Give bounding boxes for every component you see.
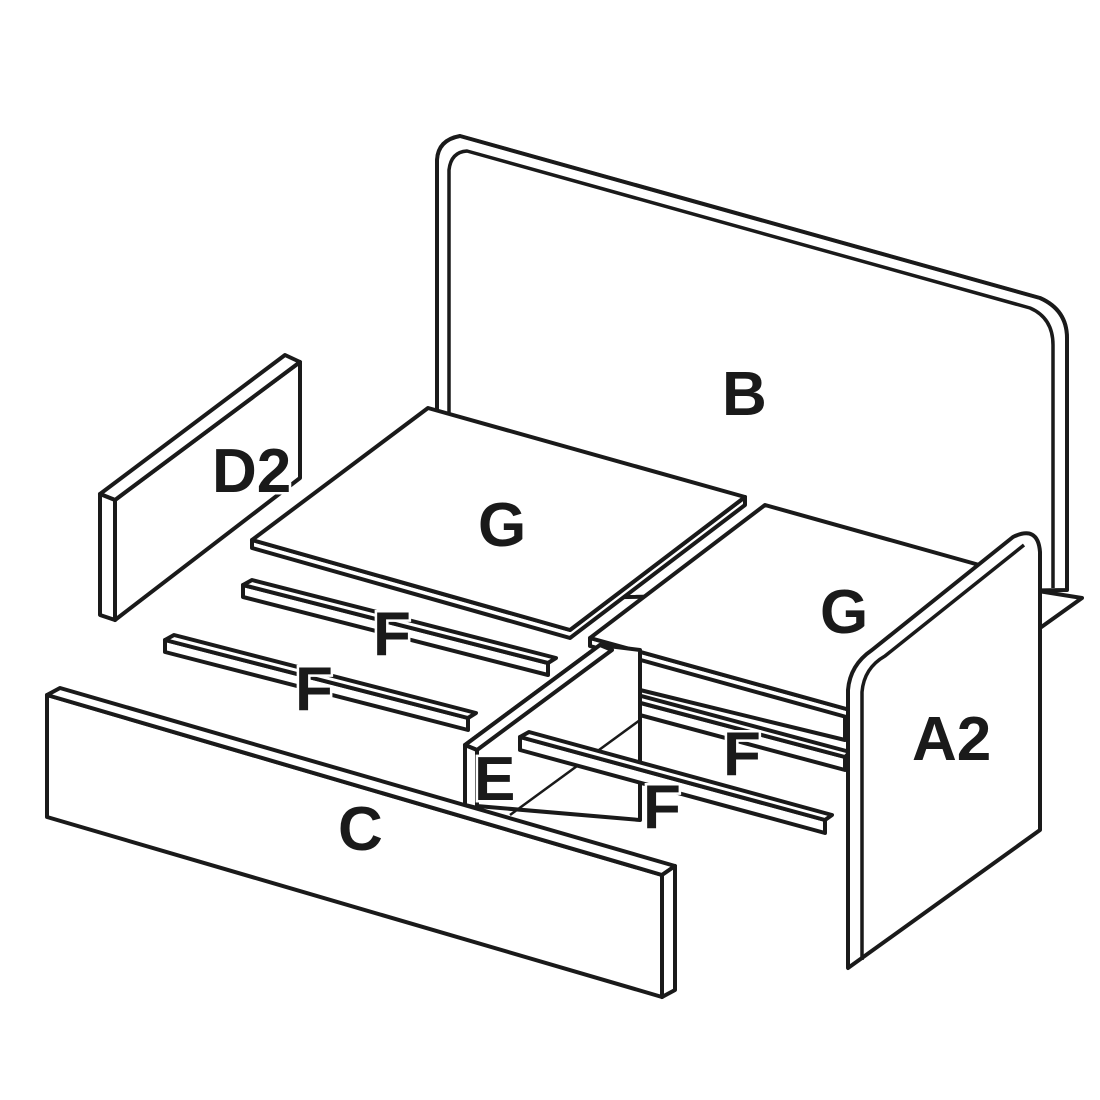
label-a2: A2: [912, 705, 991, 774]
divider-e: [463, 643, 642, 822]
side-panel-d2: [98, 353, 302, 622]
label-f-1: F: [373, 600, 411, 669]
label-g-left: G: [478, 491, 526, 560]
label-f-3: F: [723, 720, 761, 789]
rail-f-front-left: [163, 633, 478, 732]
label-f-4: F: [643, 773, 681, 842]
label-f-2: F: [295, 655, 333, 724]
label-g-right: G: [820, 578, 868, 647]
rail-f-front-right: [518, 730, 834, 835]
rail-f-back-left: [241, 578, 558, 677]
seat-panel-g-left: [250, 406, 747, 640]
label-e: E: [474, 745, 515, 814]
label-d2: D2: [212, 437, 291, 506]
label-b: B: [722, 360, 767, 429]
side-panel-a2: [846, 531, 1042, 970]
front-panel-c: [45, 686, 677, 999]
label-c: C: [338, 795, 383, 864]
